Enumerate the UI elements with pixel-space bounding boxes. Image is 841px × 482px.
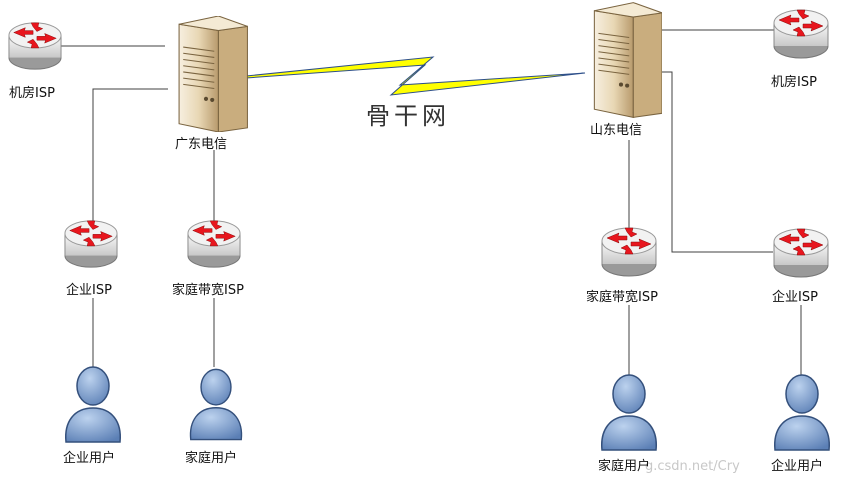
sd-enterprise-user-label: 企业用户 [771, 458, 823, 474]
server-icon [178, 16, 248, 132]
sd-idc-isp-label: 机房ISP [771, 74, 817, 90]
backbone-label: 骨干网 [366, 102, 450, 130]
gd-idc-isp-label: 机房ISP [9, 85, 55, 101]
router-icon [601, 227, 657, 277]
router-icon [187, 220, 241, 268]
gd-enterprise-isp-label: 企业ISP [66, 282, 112, 298]
sd-home-user-label: 家庭用户 [598, 458, 650, 474]
router-icon [773, 228, 829, 278]
gd-home-isp-label: 家庭带宽ISP [172, 282, 244, 298]
server-icon [593, 2, 662, 118]
backbone-lightning-icon [245, 56, 586, 96]
router-icon [773, 9, 829, 59]
sd-enterprise-isp-label: 企业ISP [772, 289, 818, 305]
sd-home-isp-label: 家庭带宽ISP [586, 289, 658, 305]
watermark-text: g.csdn.net/Cry [645, 459, 740, 474]
user-icon [600, 374, 658, 451]
connection-lines [60, 29, 802, 376]
gd-home-user-label: 家庭用户 [185, 450, 237, 466]
link-sd-enterprise [660, 71, 773, 253]
gd-telecom-label: 广东电信 [175, 137, 227, 152]
sd-telecom-label: 山东电信 [590, 123, 642, 138]
user-icon [64, 366, 122, 443]
gd-enterprise-user-label: 企业用户 [63, 450, 115, 466]
user-icon [189, 368, 243, 441]
user-icon [773, 374, 831, 451]
router-icon [8, 22, 62, 70]
link-gd-enterprise [92, 88, 168, 222]
router-icon [64, 220, 118, 268]
